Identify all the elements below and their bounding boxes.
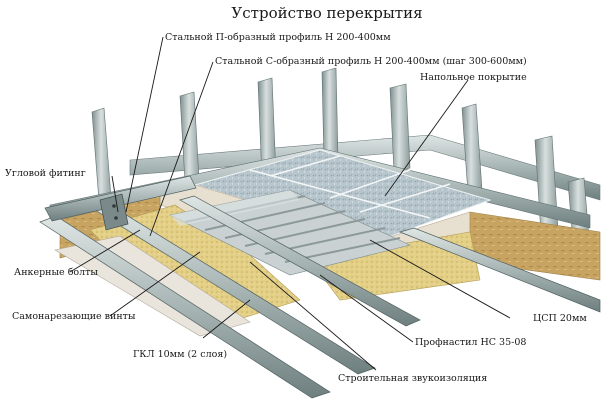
label-floor-cover: Напольное покрытие bbox=[420, 72, 527, 83]
floor-joists bbox=[39, 195, 601, 399]
label-sound-insulation: Строительная звукоизоляция bbox=[338, 373, 487, 384]
corner-fitting bbox=[99, 193, 129, 231]
leader-lines bbox=[69, 36, 511, 371]
label-c-profile: Стальной С-образный профиль Н 200-400мм … bbox=[215, 56, 527, 67]
label-p-profile: Стальной П-образный профиль Н 200-400мм bbox=[165, 32, 391, 43]
floor-cover-tiles bbox=[193, 149, 492, 241]
label-anchor-bolts: Анкерные болты bbox=[14, 267, 98, 278]
back-wall-frame bbox=[129, 134, 601, 201]
label-tsp: ЦСП 20мм bbox=[533, 313, 587, 324]
label-corner-fitting: Угловой фитинг bbox=[5, 168, 86, 179]
labels: Стальной П-образный профиль Н 200-400мм … bbox=[5, 32, 587, 384]
label-profnastil: Профнастил НС 35-08 bbox=[415, 337, 526, 348]
diagram-title: Устройство перекрытия bbox=[231, 4, 422, 22]
label-gkl: ГКЛ 10мм (2 слоя) bbox=[133, 349, 227, 360]
label-self-tapping-screws: Самонарезающие винты bbox=[12, 311, 136, 322]
